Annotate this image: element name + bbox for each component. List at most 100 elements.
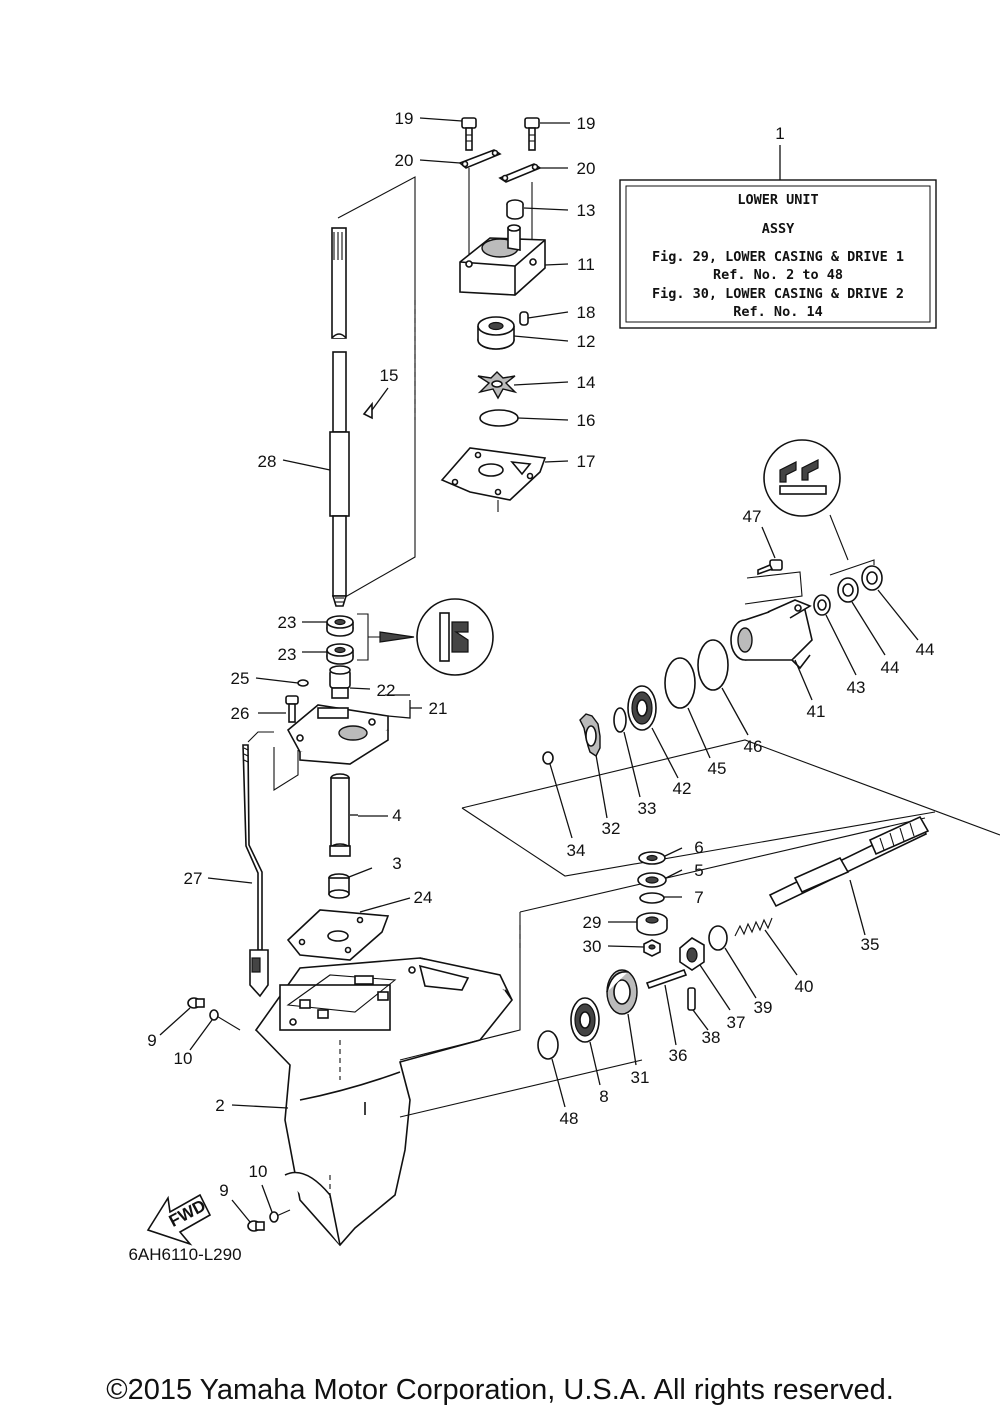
callout-23-lower: 23 — [278, 645, 297, 664]
callout-12: 12 — [577, 332, 596, 351]
dowel-pin-18 — [519, 311, 529, 326]
callout-1: 1 — [775, 124, 784, 143]
bearing-42 — [627, 685, 657, 731]
callout-11: 11 — [577, 255, 595, 274]
callout-35: 35 — [861, 935, 880, 954]
callout-19-right: 19 — [577, 114, 596, 133]
washer-10-upper — [209, 1009, 219, 1021]
shim-7 — [639, 892, 665, 904]
callout-44-right: 44 — [916, 640, 935, 659]
bolt-9-lower — [247, 1220, 265, 1232]
shim-33 — [613, 707, 627, 733]
callout-23-upper: 23 — [278, 613, 297, 632]
assy-box-line2: ASSY — [762, 221, 795, 237]
assy-box-line3: Fig. 29, LOWER CASING & DRIVE 1 — [652, 249, 904, 265]
assy-box-line4: Ref. No. 2 to 48 — [713, 267, 843, 283]
callout-44-left: 44 — [881, 658, 900, 677]
callout-29: 29 — [583, 913, 602, 932]
callout-47: 47 — [743, 507, 762, 526]
callout-26: 26 — [231, 704, 250, 723]
callout-31: 31 — [631, 1068, 650, 1087]
callout-39: 39 — [754, 998, 773, 1017]
callout-21: 21 — [429, 699, 448, 718]
callout-34: 34 — [567, 841, 586, 860]
callout-7: 7 — [694, 888, 703, 907]
callout-41: 41 — [807, 702, 826, 721]
callout-8: 8 — [599, 1087, 608, 1106]
bolt-19-left — [461, 117, 477, 151]
housing-21 — [286, 704, 389, 765]
callout-10-upper: 10 — [174, 1049, 193, 1068]
pump-housing-11 — [459, 224, 546, 296]
fwd-arrow: FWD — [146, 1193, 212, 1246]
oil-seal-44-a — [837, 577, 859, 603]
callout-46: 46 — [744, 737, 763, 756]
assy-box-line6: Ref. No. 14 — [733, 304, 822, 320]
impeller-14 — [477, 371, 518, 400]
callout-40: 40 — [795, 977, 814, 996]
plate-20-right — [498, 163, 542, 183]
propeller-shaft-35 — [768, 815, 930, 908]
callout-32: 32 — [602, 819, 621, 838]
o-ring-16 — [479, 409, 519, 427]
reverse-gear-32 — [579, 713, 601, 758]
callout-20-left: 20 — [395, 151, 414, 170]
bearing-8 — [570, 997, 600, 1043]
grommet-3 — [328, 873, 350, 899]
diagram-code: 6AH6110-L290 — [128, 1245, 241, 1264]
forward-gear-31 — [606, 969, 638, 1015]
callout-28: 28 — [258, 452, 277, 471]
assy-box-line1: LOWER UNIT — [737, 192, 818, 208]
spring-40 — [734, 917, 773, 937]
callout-48: 48 — [560, 1109, 579, 1128]
bearing-5 — [637, 872, 667, 888]
o-ring-45 — [664, 657, 696, 709]
plate-24 — [286, 909, 390, 961]
callout-25: 25 — [231, 669, 250, 688]
assy-box-line5: Fig. 30, LOWER CASING & DRIVE 2 — [652, 286, 904, 302]
callout-10-lower: 10 — [249, 1162, 268, 1181]
grease-symbol-bearing — [416, 598, 494, 676]
bolt-9-upper — [187, 997, 205, 1009]
bearing-23-lower — [326, 643, 354, 665]
callout-43: 43 — [847, 678, 866, 697]
callout-33: 33 — [638, 799, 657, 818]
callout-19-left: 19 — [395, 109, 414, 128]
callout-20-right: 20 — [577, 159, 596, 178]
callout-16: 16 — [577, 411, 596, 430]
grease-symbol-seals — [763, 439, 849, 561]
shim-48 — [537, 1030, 559, 1060]
callout-38: 38 — [702, 1028, 721, 1047]
callout-14: 14 — [577, 373, 596, 392]
insert-cartridge-12 — [477, 316, 515, 350]
callout-24: 24 — [414, 888, 433, 907]
woodruff-key-15 — [362, 401, 373, 420]
push-rod-36 — [645, 968, 688, 990]
leader-lines — [159, 117, 919, 1223]
callout-42: 42 — [673, 779, 692, 798]
callout-27: 27 — [184, 869, 203, 888]
callout-37: 37 — [727, 1013, 746, 1032]
bolt-26 — [285, 695, 299, 723]
oil-seal-44-b — [861, 565, 883, 591]
callout-numbers: 1 19 19 20 20 13 11 18 12 14 16 17 15 28… — [147, 109, 934, 1200]
shift-rod-27 — [242, 744, 269, 998]
ring-39 — [708, 925, 728, 951]
drive-shaft-28 — [329, 227, 350, 607]
cap-41 — [730, 599, 813, 670]
grommet-13 — [506, 199, 524, 220]
bearing-23-upper — [326, 615, 354, 637]
callout-18: 18 — [577, 303, 596, 322]
water-tube-4 — [329, 773, 351, 857]
lower-casing-2 — [254, 957, 513, 1247]
clutch-dog-37 — [679, 937, 705, 971]
bolt-19-right — [524, 117, 540, 151]
callout-4: 4 — [392, 806, 401, 825]
callout-6: 6 — [694, 838, 703, 857]
callout-15: 15 — [380, 366, 399, 385]
pin-38 — [687, 987, 696, 1011]
callout-9-lower: 9 — [219, 1181, 228, 1200]
assy-reference-box: LOWER UNIT ASSY Fig. 29, LOWER CASING & … — [619, 145, 937, 329]
washer-10-lower — [269, 1211, 279, 1223]
callout-2: 2 — [215, 1096, 224, 1115]
